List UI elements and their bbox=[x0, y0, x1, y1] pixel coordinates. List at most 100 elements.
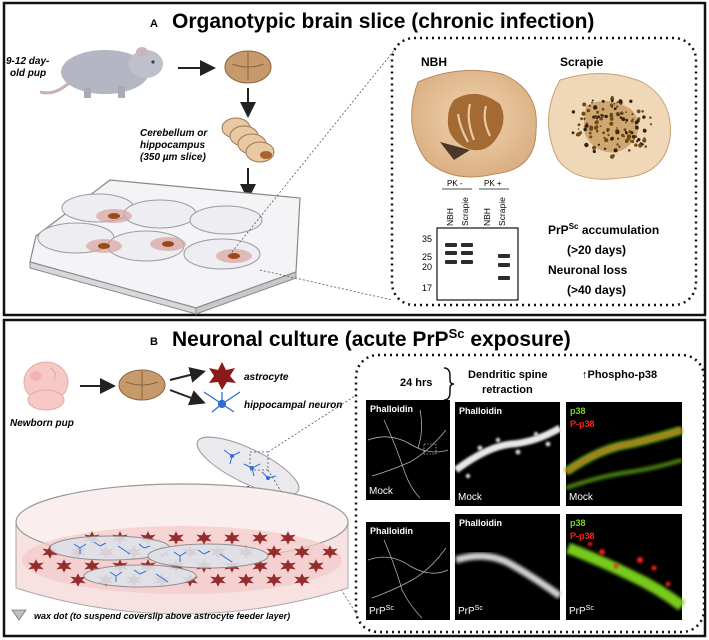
prp-deposit bbox=[588, 131, 592, 135]
prp-deposit bbox=[603, 147, 607, 150]
dendritic-label-line1: Dendritic spine bbox=[468, 369, 547, 381]
astrocyte-cell bbox=[238, 573, 254, 587]
prp-deposit bbox=[641, 143, 644, 146]
result-20-days: (>20 days) bbox=[567, 243, 626, 257]
prp-deposit bbox=[636, 140, 639, 143]
prp-deposit bbox=[636, 109, 641, 114]
band-nbh-pkminus-3 bbox=[445, 260, 457, 264]
prp-deposit bbox=[609, 121, 614, 126]
neuron-label: hippocampal neuron bbox=[244, 400, 342, 411]
astrocyte-cell bbox=[196, 531, 212, 545]
band-nbh-pkminus-1 bbox=[445, 243, 457, 247]
prp-deposit bbox=[583, 117, 586, 120]
prp-deposit bbox=[631, 135, 636, 139]
prp-deposit bbox=[604, 138, 609, 143]
label-prpsc-2: PrPSc bbox=[458, 605, 483, 617]
prp-deposit bbox=[595, 125, 599, 129]
zoom-line-bottom bbox=[259, 269, 393, 301]
label-p38-2: p38 bbox=[570, 518, 586, 528]
prp-deposit bbox=[571, 110, 576, 114]
prp-deposit bbox=[623, 128, 627, 132]
prp-deposit bbox=[592, 115, 596, 119]
prp-deposit bbox=[641, 110, 644, 113]
astrocyte-cell bbox=[294, 573, 310, 587]
prp-deposit bbox=[607, 133, 610, 137]
prp-deposit bbox=[576, 132, 581, 137]
wax-dot-label: wax dot (to suspend coverslip above astr… bbox=[34, 611, 290, 621]
prp-deposit bbox=[649, 123, 653, 126]
result-neuronal-loss: Neuronal loss bbox=[548, 263, 628, 277]
astrocyte-cell bbox=[266, 545, 282, 559]
prp-deposit bbox=[613, 107, 617, 111]
band-scrapie-pkminus-1 bbox=[461, 243, 473, 247]
prp-deposit bbox=[596, 130, 599, 133]
marker-label: 35 bbox=[422, 234, 432, 244]
astrocyte-icon bbox=[209, 362, 236, 390]
wax-dot-icon bbox=[11, 609, 27, 621]
pup-label-line2: old pup bbox=[10, 68, 46, 79]
label-mock-3: Mock bbox=[569, 492, 594, 503]
arrow-brain-to-neuron bbox=[169, 389, 206, 406]
prp-deposit bbox=[599, 116, 603, 121]
result-prpsc-accumulation: PrPSc accumulation bbox=[548, 222, 659, 237]
astrocyte-label: astrocyte bbox=[244, 372, 289, 383]
six-well-plate bbox=[29, 179, 301, 315]
prp-deposit bbox=[601, 99, 605, 103]
prp-deposit bbox=[599, 125, 602, 127]
panel-a-title: Organotypic brain slice (chronic infecti… bbox=[172, 10, 594, 33]
prp-deposit bbox=[630, 131, 634, 135]
astrocyte-cell bbox=[280, 531, 296, 545]
prp-deposit bbox=[604, 114, 608, 119]
astrocyte-cell bbox=[70, 573, 86, 587]
prp-deposit-dots bbox=[571, 95, 653, 159]
band-scrapie-pkminus-3 bbox=[461, 260, 473, 264]
astrocyte-cell bbox=[56, 559, 72, 573]
prp-deposit bbox=[586, 108, 591, 113]
prp-deposit bbox=[617, 113, 620, 116]
phospho-p38-label: ↑Phospho-p38 bbox=[582, 369, 657, 381]
label-prpsc-1: PrPSc bbox=[369, 605, 394, 617]
label-phalloidin-2: Phalloidin bbox=[459, 406, 502, 416]
prp-deposit bbox=[649, 116, 652, 119]
blot-bands bbox=[445, 243, 510, 280]
prp-deposit bbox=[613, 148, 618, 153]
prp-deposit bbox=[625, 118, 629, 122]
band-scrapie-pkminus-2 bbox=[461, 251, 473, 255]
prp-deposit bbox=[595, 117, 599, 120]
micrograph-phalloidin-mock-overview: Phalloidin Mock bbox=[366, 400, 450, 500]
dendritic-label-line2: retraction bbox=[482, 384, 533, 396]
prp-deposit bbox=[616, 127, 618, 129]
prp-deposit bbox=[583, 127, 587, 132]
panel-a-letter: A bbox=[150, 18, 158, 30]
astrocyte-cell bbox=[168, 531, 184, 545]
prp-deposit bbox=[642, 138, 647, 143]
prp-deposit bbox=[620, 111, 624, 115]
prp-deposit bbox=[593, 105, 598, 110]
band-scrapie-pkplus-3 bbox=[498, 276, 510, 280]
label-pp38-2: P-p38 bbox=[570, 531, 595, 541]
astrocyte-cell bbox=[84, 559, 100, 573]
prp-deposit bbox=[619, 116, 623, 119]
scrapie-brain-slice bbox=[548, 73, 671, 180]
prp-deposit bbox=[600, 114, 603, 117]
result-40-days: (>40 days) bbox=[567, 283, 626, 297]
prp-deposit bbox=[585, 124, 589, 128]
prp-deposit bbox=[584, 142, 589, 148]
brain-icon bbox=[224, 50, 272, 84]
prp-deposit bbox=[622, 135, 625, 138]
prp-deposit bbox=[631, 118, 634, 121]
label-phalloidin-4: Phalloidin bbox=[459, 518, 502, 528]
lane-label: NBH bbox=[482, 208, 492, 226]
nbh-brain-slice bbox=[411, 69, 537, 178]
arrow-brain-to-astrocyte bbox=[169, 367, 206, 383]
label-p38-1: p38 bbox=[570, 406, 586, 416]
prp-deposit bbox=[634, 143, 638, 147]
prp-deposit bbox=[617, 137, 619, 140]
prp-deposit bbox=[630, 140, 633, 143]
panel-b-letter: B bbox=[150, 336, 158, 348]
panel-b-title: Neuronal culture (acute PrPSc exposure) bbox=[172, 326, 571, 351]
label-phalloidin-1: Phalloidin bbox=[370, 404, 413, 414]
